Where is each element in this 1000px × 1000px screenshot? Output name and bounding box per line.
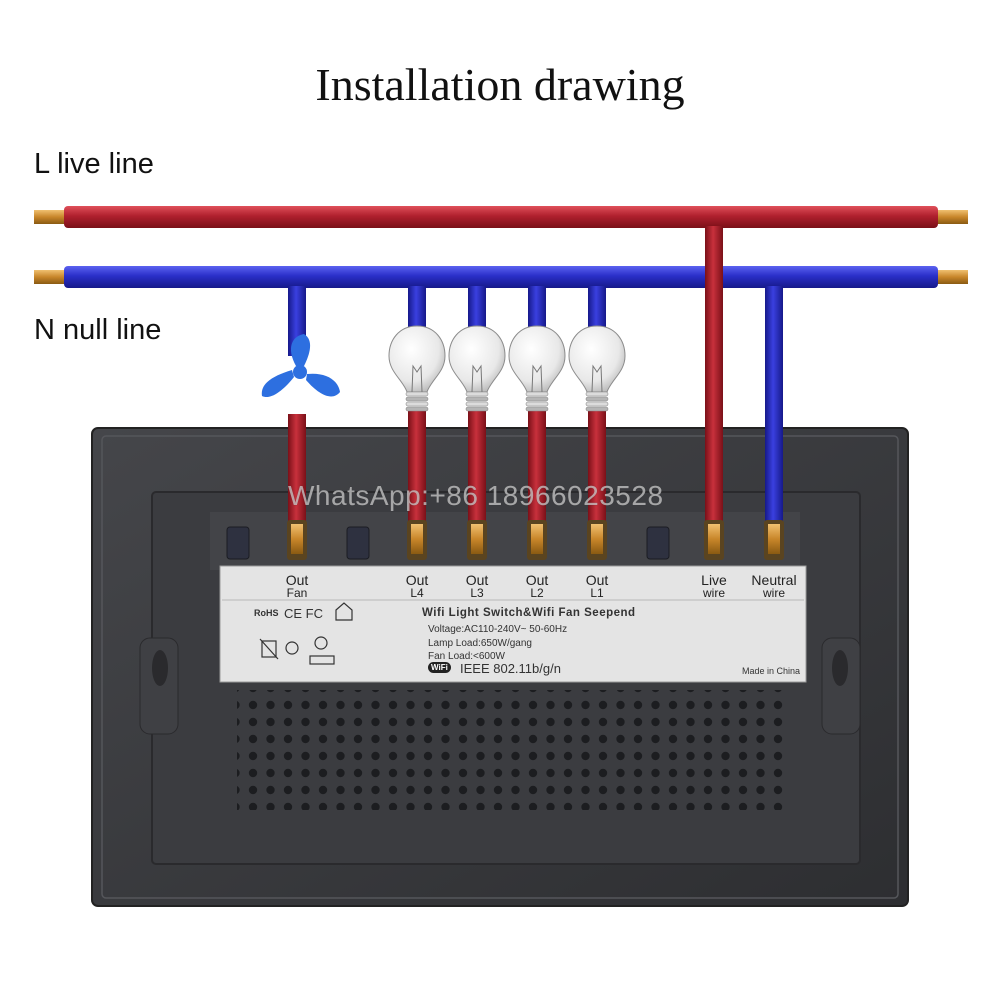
bulb-base-ring bbox=[525, 391, 549, 397]
bulb-icon bbox=[568, 325, 626, 412]
branch-live-segment bbox=[705, 226, 723, 522]
terminal-label-top: Live bbox=[701, 572, 727, 588]
page-title: Installation drawing bbox=[315, 59, 685, 110]
branch-load-segment bbox=[528, 410, 546, 522]
bulb-base-ring bbox=[585, 406, 609, 412]
bulb-base-ring bbox=[465, 391, 489, 397]
ce-fc-mark: CE FC bbox=[284, 606, 323, 621]
null-wire-main bbox=[34, 266, 968, 288]
branch-load-segment bbox=[288, 414, 306, 522]
branch-neutral-segment bbox=[765, 286, 783, 522]
live-line-label: L live line bbox=[34, 148, 154, 180]
bulb-base-ring bbox=[525, 396, 549, 402]
terminal-copper bbox=[291, 524, 303, 554]
live-wire-main bbox=[34, 206, 968, 228]
terminal-copper bbox=[591, 524, 603, 554]
branch-wires bbox=[287, 226, 784, 560]
terminal-label-top: Out bbox=[465, 572, 489, 588]
branch-4 bbox=[587, 286, 607, 560]
branch-2 bbox=[467, 286, 487, 560]
bulb-base-ring bbox=[585, 396, 609, 402]
bulb-glass bbox=[508, 325, 566, 393]
watermark: WhatsApp:+86 18966023528 bbox=[288, 480, 664, 511]
bulb-filament bbox=[411, 364, 423, 393]
terminal-label-bottom: L1 bbox=[590, 586, 604, 600]
bulb-base-ring bbox=[525, 401, 549, 407]
lamp-load-spec: Lamp Load:650W/gang bbox=[428, 638, 532, 649]
terminal-label-bottom: wire bbox=[762, 586, 785, 600]
bulb-icon bbox=[388, 325, 446, 412]
product-name: Wifi Light Switch&Wifi Fan Seepend bbox=[422, 607, 636, 619]
label-plate-text: RoHS CE FC Wifi Light Switch&Wifi Fan Se… bbox=[224, 600, 804, 680]
branch-null-segment bbox=[408, 286, 426, 336]
null-line-label: N null line bbox=[34, 314, 162, 346]
terminal-label-bottom: L4 bbox=[410, 586, 424, 600]
bulb-glass bbox=[568, 325, 626, 393]
branch-load-segment bbox=[408, 410, 426, 522]
bulb-base-ring bbox=[405, 401, 429, 407]
wifi-standard: IEEE 802.11b/g/n bbox=[460, 661, 561, 676]
voltage-spec: Voltage:AC110-240V~ 50-60Hz bbox=[428, 624, 568, 635]
fan-icon bbox=[261, 334, 340, 398]
bulb-base-ring bbox=[405, 396, 429, 402]
bulb-icon bbox=[508, 325, 566, 412]
bulb-base-ring bbox=[405, 391, 429, 397]
terminal-copper bbox=[531, 524, 543, 554]
terminal-label-top: Out bbox=[405, 572, 429, 588]
branch-1 bbox=[407, 286, 427, 560]
branch-0 bbox=[287, 286, 307, 560]
wifi-badge: WiFi bbox=[428, 662, 451, 673]
terminal-label-top: Out bbox=[585, 572, 609, 588]
bulb-base-ring bbox=[585, 391, 609, 397]
terminal-label-top: Out bbox=[285, 572, 309, 588]
branch-5 bbox=[704, 226, 724, 560]
branch-null-segment bbox=[468, 286, 486, 336]
branch-load-segment bbox=[468, 410, 486, 522]
bulb-filament bbox=[591, 364, 603, 393]
light-bulbs bbox=[388, 325, 626, 412]
bulb-glass bbox=[388, 325, 446, 393]
terminal-label-bottom: L3 bbox=[470, 586, 484, 600]
terminal-copper bbox=[411, 524, 423, 554]
terminal-slots bbox=[226, 526, 670, 560]
made-in-label: Made in China bbox=[742, 666, 801, 676]
terminal-copper bbox=[708, 524, 720, 554]
terminal-copper bbox=[471, 524, 483, 554]
bulb-glass bbox=[448, 325, 506, 393]
branch-load-segment bbox=[588, 410, 606, 522]
terminal-label-bottom: L2 bbox=[530, 586, 544, 600]
terminal-copper bbox=[768, 524, 780, 554]
bulb-base-ring bbox=[585, 401, 609, 407]
branch-null-segment bbox=[588, 286, 606, 336]
bulb-filament bbox=[531, 364, 543, 393]
rohs-mark: RoHS bbox=[254, 608, 279, 618]
terminal-label-bottom: wire bbox=[702, 586, 725, 600]
label-plate bbox=[219, 565, 807, 683]
bulb-base-ring bbox=[465, 396, 489, 402]
bulb-base-ring bbox=[465, 406, 489, 412]
branch-6 bbox=[764, 286, 784, 560]
plate-symbols bbox=[259, 602, 353, 665]
bulb-filament bbox=[471, 364, 483, 393]
branch-3 bbox=[527, 286, 547, 560]
terminal-label-top: Neutral bbox=[751, 572, 797, 588]
terminal-label-top: Out bbox=[525, 572, 549, 588]
bulb-base-ring bbox=[525, 406, 549, 412]
terminal-label-bottom: Fan bbox=[286, 586, 308, 600]
fan-load-spec: Fan Load:<600W bbox=[428, 651, 505, 662]
bulb-base-ring bbox=[465, 401, 489, 407]
bulb-base-ring bbox=[405, 406, 429, 412]
branch-null-segment bbox=[528, 286, 546, 336]
bulb-icon bbox=[448, 325, 506, 412]
